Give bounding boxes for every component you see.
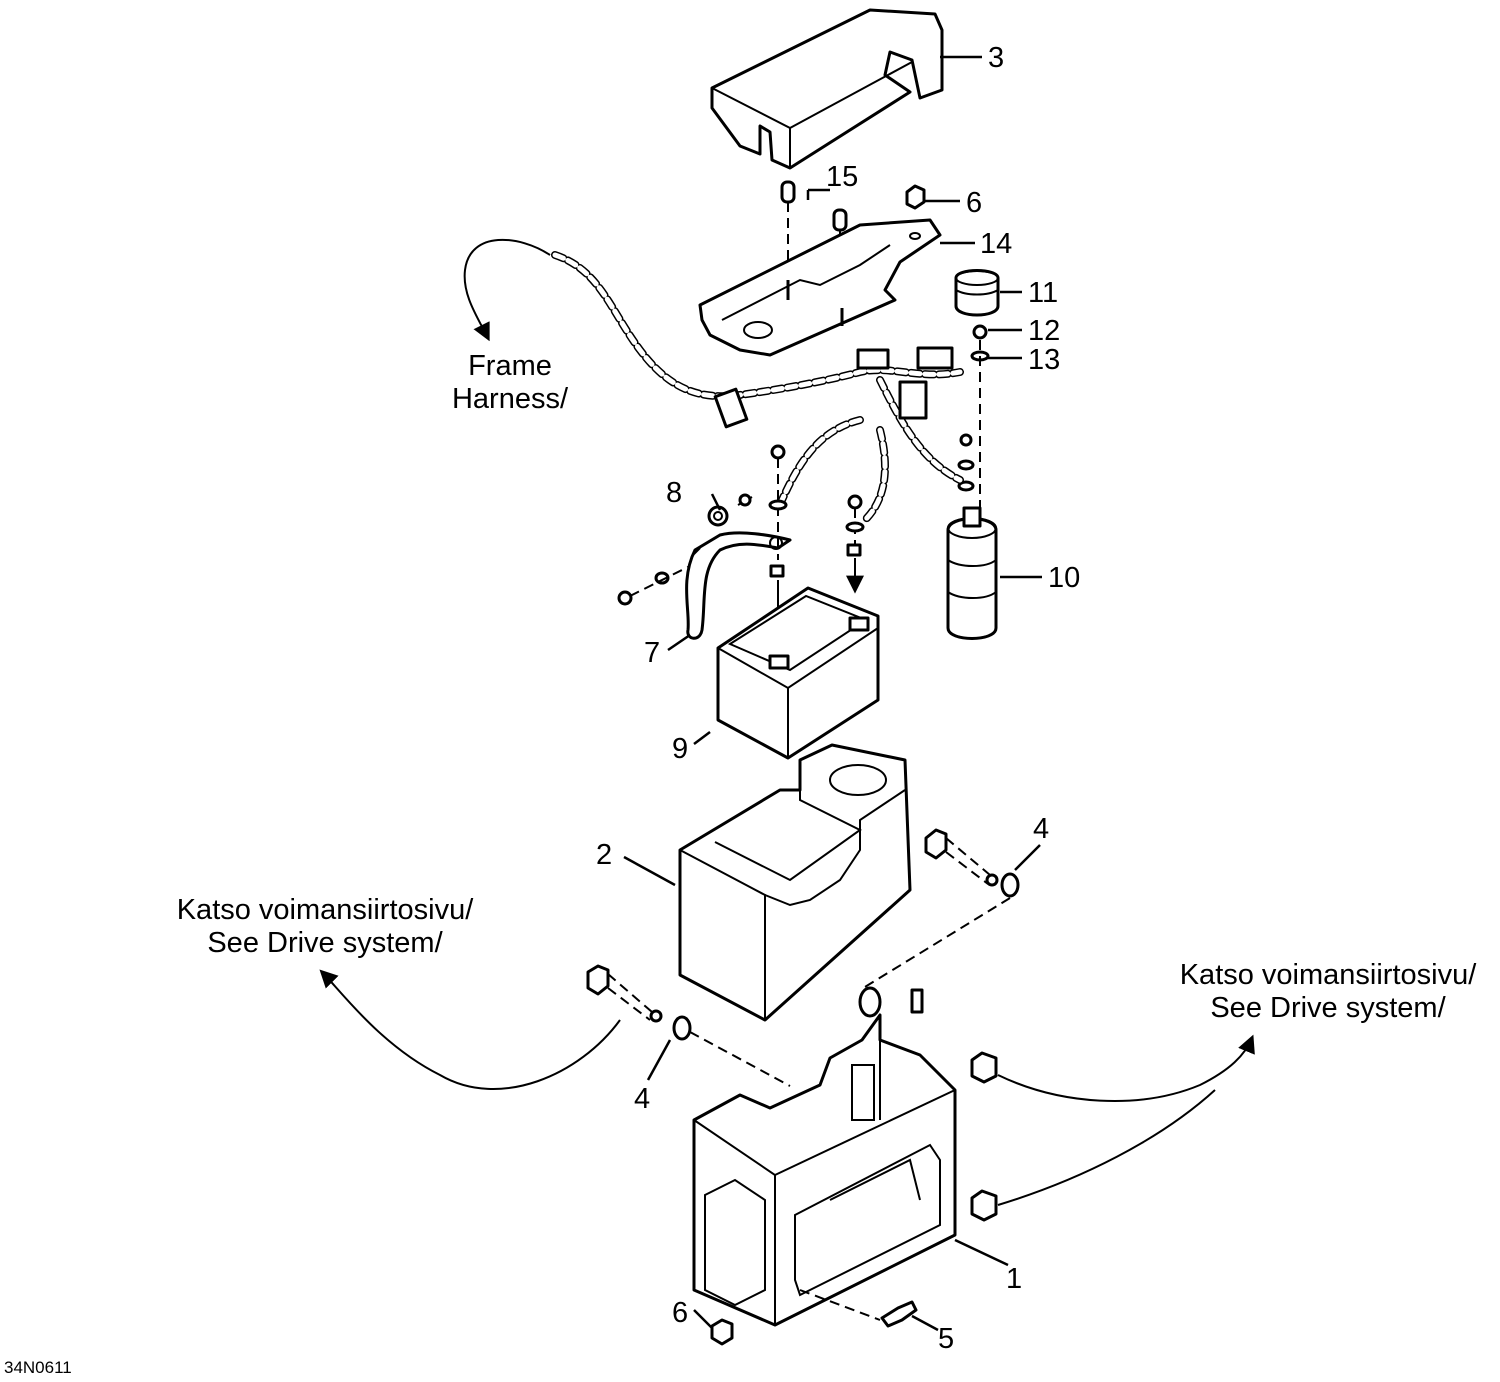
label-part-14: 14 [980,228,1012,260]
note-drive-right-line1: Katso voimansiirtosivu/ [1180,959,1477,991]
cable-part-7 [685,531,792,640]
label-part-8: 8 [666,477,682,509]
note-drive-left-line2: See Drive system/ [207,927,443,959]
label-part-11: 11 [1028,277,1058,309]
battery-box-part-1 [692,986,998,1346]
part-labels: 3 15 6 14 11 12 13 8 10 7 9 4 2 4 1 6 5 [596,42,1080,1355]
label-part-5: 5 [938,1323,954,1355]
mounting-plate-part [698,218,942,357]
label-part-6-bottom: 6 [672,1297,688,1329]
note-drive-left-line1: Katso voimansiirtosivu/ [177,894,474,926]
label-part-15: 15 [826,161,858,193]
label-part-4-left: 4 [634,1083,650,1115]
note-drive-right-line2: See Drive system/ [1210,992,1446,1024]
battery-cover-part [710,8,944,170]
note-frame-harness-line2: Harness/ [452,383,569,415]
terminal-hardware [617,444,865,636]
label-part-12: 12 [1028,315,1060,347]
bolt-and-washer-part-4-right [859,828,1020,991]
label-part-7: 7 [644,637,660,669]
drawing-code: 34N0611 [4,1358,72,1377]
label-part-3: 3 [988,42,1004,74]
note-frame-harness-line1: Frame [468,350,552,382]
battery-pad-part-2 [678,743,912,1022]
label-part-9: 9 [672,733,688,765]
battery-part-9 [716,586,880,760]
reference-notes: Frame Harness/ Katso voimansiirtosivu/ S… [4,350,1477,1377]
bolt-and-washer-part-4-left [586,964,791,1087]
label-part-10: 10 [1048,562,1080,594]
wiring-harness [551,251,964,524]
cap-part-11 [954,269,1000,317]
label-part-4-right: 4 [1033,813,1049,845]
leader-lines [623,55,1042,1332]
screw-and-washer-parts [957,324,990,510]
nut-part-6-top [905,184,926,210]
label-part-13: 13 [1028,344,1060,376]
label-part-2: 2 [596,839,612,871]
fuse-holder-part-10 [946,506,998,640]
label-part-1: 1 [1006,1263,1022,1295]
reference-arrows [319,238,1255,1206]
label-part-6-top: 6 [966,187,982,219]
